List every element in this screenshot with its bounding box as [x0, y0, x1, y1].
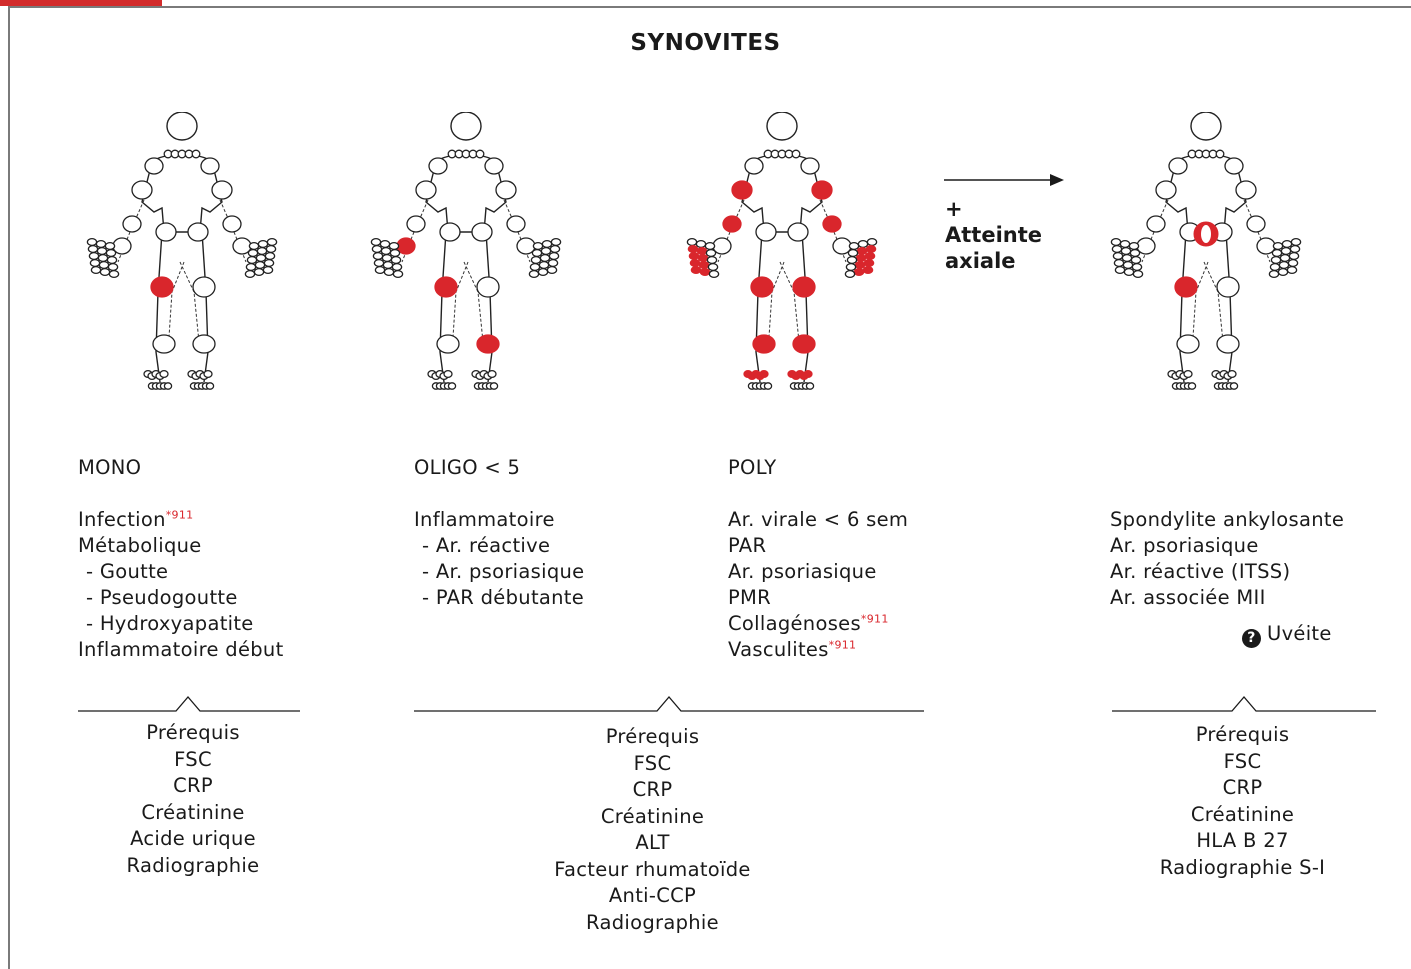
cause-item: Vasculites*911	[728, 637, 908, 663]
question-circle-icon: ?	[1242, 629, 1261, 648]
bracket-mono	[78, 694, 300, 714]
body-figure-poly	[682, 112, 882, 412]
column-oligo: OLIGO < 5 Inflammatoire - Ar. réactive -…	[414, 455, 584, 611]
test-item: Créatinine	[1190, 802, 1295, 826]
cause-item: Inflammatoire	[414, 508, 555, 531]
cause-item: - Ar. réactive	[422, 534, 551, 557]
axial-arrow-group: + Atteinte axiale	[944, 168, 1067, 274]
test-item: Radiographie S-I	[1159, 855, 1326, 879]
bracket-axial	[1112, 694, 1376, 714]
cause-item: Infection*911	[78, 507, 284, 533]
test-item: HLA B 27	[1196, 829, 1289, 852]
diagram-title: SYNOVITES	[630, 30, 781, 56]
test-item: Anti-CCP	[608, 884, 697, 907]
test-item: FSC	[174, 747, 212, 771]
test-item: Prérequis	[605, 725, 700, 748]
axial-label-line2: axiale	[945, 249, 1016, 273]
axial-label-line1: Atteinte	[945, 223, 1043, 247]
cause-item: - Ar. psoriasique	[422, 560, 585, 583]
cause-text: Collagénoses	[728, 612, 861, 635]
cause-item: - Goutte	[86, 560, 169, 583]
column-axial: Spondylite ankylosante Ar. psoriasique A…	[1110, 507, 1344, 648]
cause-text: Vasculites	[728, 638, 829, 661]
cause-item: Ar. psoriasique	[728, 560, 877, 583]
cause-item: Inflammatoire début	[78, 638, 284, 661]
test-item: CRP	[1222, 776, 1263, 799]
cause-item: - Pseudogoutte	[86, 586, 238, 609]
column-mono: MONO Infection*911 Métabolique - Goutte …	[78, 455, 284, 663]
column-poly: POLY Ar. virale < 6 sem PAR Ar. psoriasi…	[728, 455, 908, 663]
test-item: Créatinine	[600, 804, 705, 828]
cause-text: Infection	[78, 508, 166, 531]
cause-item: Métabolique	[78, 534, 202, 557]
cause-item: Ar. associée MII	[1110, 586, 1266, 609]
test-item: ALT	[635, 831, 670, 854]
body-figure-oligo	[366, 112, 566, 412]
cause-item: Ar. réactive (ITSS)	[1110, 560, 1291, 583]
column-heading: MONO	[78, 456, 142, 479]
emergency-superscript: *911	[828, 638, 857, 652]
test-item: Prérequis	[146, 721, 240, 744]
cause-item: Spondylite ankylosante	[1110, 508, 1345, 531]
bracket-oligo-poly	[414, 694, 924, 714]
test-item: FSC	[1223, 749, 1262, 773]
cause-item: - PAR débutante	[422, 586, 585, 609]
cause-item: PMR	[728, 586, 772, 609]
test-item: Créatinine	[141, 800, 245, 824]
test-item: Prérequis	[1195, 723, 1290, 746]
body-figure-axial	[1106, 112, 1306, 412]
column-heading: OLIGO < 5	[414, 456, 521, 479]
test-item: Facteur rhumatoïde	[554, 857, 751, 881]
cause-item: PAR	[728, 534, 767, 557]
uveitis-text: Uvéite	[1267, 622, 1332, 645]
cause-item: Ar. psoriasique	[1110, 534, 1259, 557]
diagram-frame	[8, 6, 1411, 969]
uveitis-note: ? Uvéite	[1110, 621, 1344, 648]
test-item: FSC	[633, 751, 672, 775]
column-heading: POLY	[728, 456, 777, 479]
body-figure-mono	[82, 112, 282, 412]
test-item: Radiographie	[586, 910, 719, 934]
test-item: Radiographie	[126, 853, 260, 877]
emergency-superscript: *911	[165, 508, 194, 522]
cause-item: Collagénoses*911	[728, 611, 908, 637]
plus-sign: +	[945, 197, 963, 221]
cause-item: - Hydroxyapatite	[86, 612, 254, 635]
emergency-superscript: *911	[860, 612, 889, 626]
cause-item: Ar. virale < 6 sem	[728, 508, 909, 531]
right-arrow-icon	[944, 174, 1064, 186]
test-item: CRP	[632, 778, 673, 801]
corner-accent-tab	[0, 0, 162, 6]
test-item: Acide urique	[130, 827, 256, 850]
test-item: CRP	[173, 774, 213, 797]
